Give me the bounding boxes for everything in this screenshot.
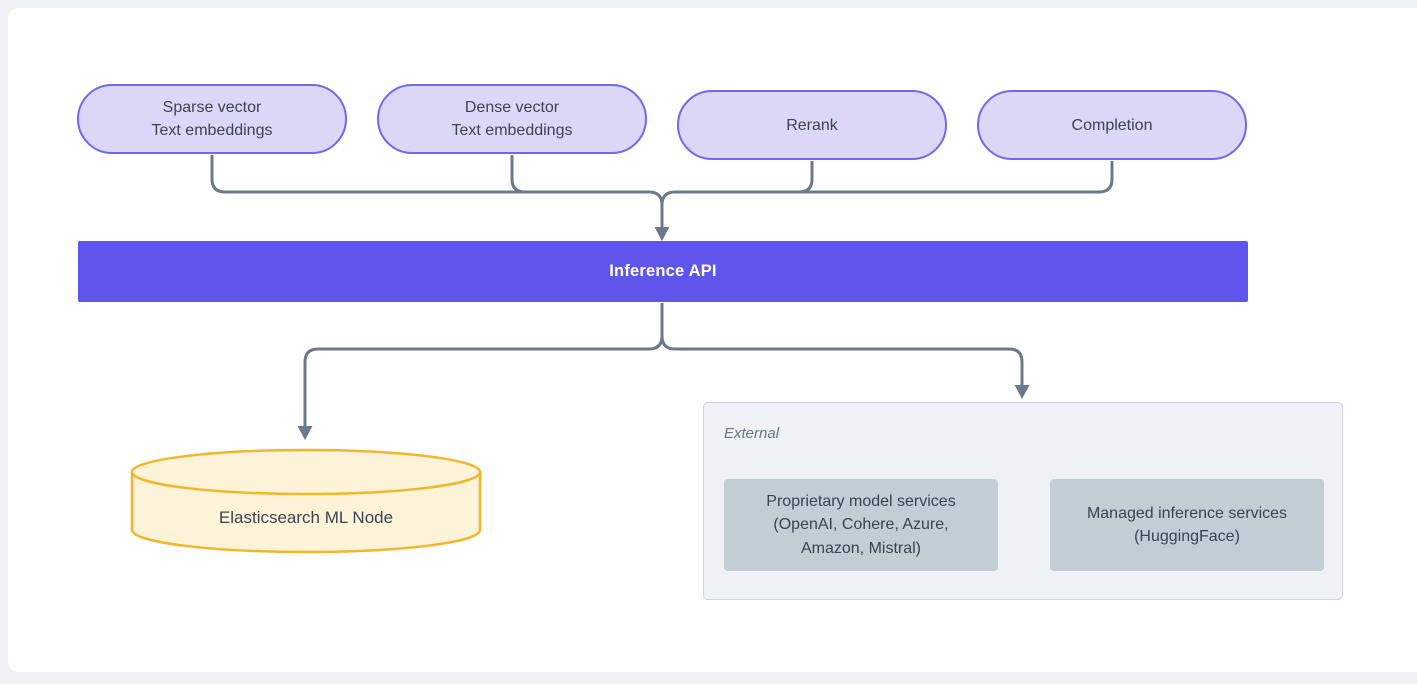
service-label-line: Managed inference services	[1086, 504, 1288, 522]
pill-rerank: Rerank	[677, 90, 947, 160]
inference-api-bar: Inference API	[78, 241, 1248, 302]
service-box-proprietary: Proprietary model services (OpenAI, Cohe…	[724, 479, 998, 571]
external-group-box: External Proprietary model services (Ope…	[703, 402, 1343, 600]
arrowhead-to-ml-node	[297, 426, 313, 440]
pill-label-line: Sparse vector	[162, 99, 262, 116]
service-label-line: (HuggingFace)	[1134, 528, 1240, 545]
service-label-line: (OpenAI, Cohere, Azure,	[773, 516, 949, 534]
merge-connector-line	[210, 155, 1114, 227]
service-label-line: Proprietary model services	[766, 492, 956, 510]
pill-label-line: Completion	[1071, 116, 1153, 134]
pill-label-line: Text embeddings	[151, 122, 273, 139]
service-box-managed: Managed inference services (HuggingFace)	[1050, 479, 1324, 571]
arrowhead-to-external	[1014, 385, 1030, 399]
elasticsearch-ml-node-label: Elasticsearch ML Node	[218, 508, 394, 527]
inference-api-label: Inference API	[609, 262, 717, 280]
split-connector-line	[303, 303, 1024, 426]
pill-dense-vector: Dense vector Text embeddings	[377, 84, 647, 154]
database-cylinder-shape	[130, 448, 482, 554]
pill-label-line: Text embeddings	[451, 122, 573, 139]
service-label-line: Amazon, Mistral)	[800, 539, 922, 557]
pill-sparse-vector: Sparse vector Text embeddings	[77, 84, 347, 154]
external-group-label: External	[724, 425, 780, 442]
pill-completion: Completion	[977, 90, 1247, 160]
pill-label-line: Rerank	[786, 116, 838, 134]
pill-label-line: Dense vector	[464, 99, 560, 116]
arrowhead-to-inference-api	[654, 227, 670, 241]
